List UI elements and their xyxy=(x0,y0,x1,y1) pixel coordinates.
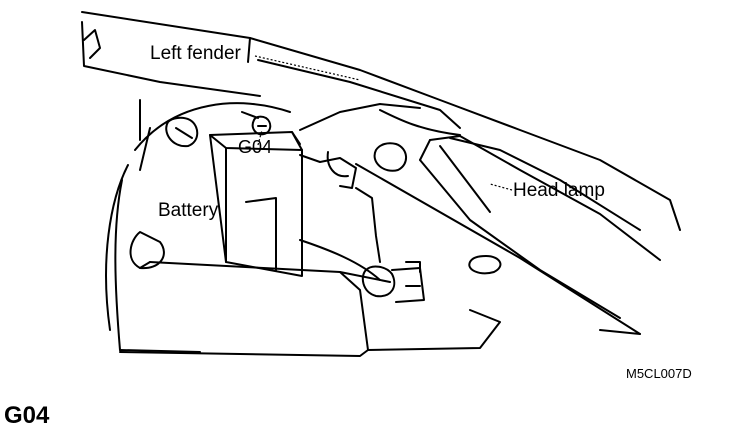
battery-drawing xyxy=(209,131,303,277)
wiring-harness xyxy=(299,151,425,303)
leader-lines xyxy=(254,55,513,191)
battery-label: Battery xyxy=(158,200,219,221)
g04-label: G04 xyxy=(238,137,273,157)
fender-outline xyxy=(81,11,681,231)
head-lamp-label: Head lamp xyxy=(513,180,605,201)
radiator-support xyxy=(299,103,641,335)
ground-bolt-g04 xyxy=(241,111,272,136)
front-cover xyxy=(119,239,501,357)
left-fender-label: Left fender xyxy=(150,43,241,64)
figure-code: M5CL007D xyxy=(626,366,692,381)
head-lamp-drawing xyxy=(419,135,661,335)
strut-tower xyxy=(105,102,291,353)
figure-caption: G04 xyxy=(4,402,50,429)
